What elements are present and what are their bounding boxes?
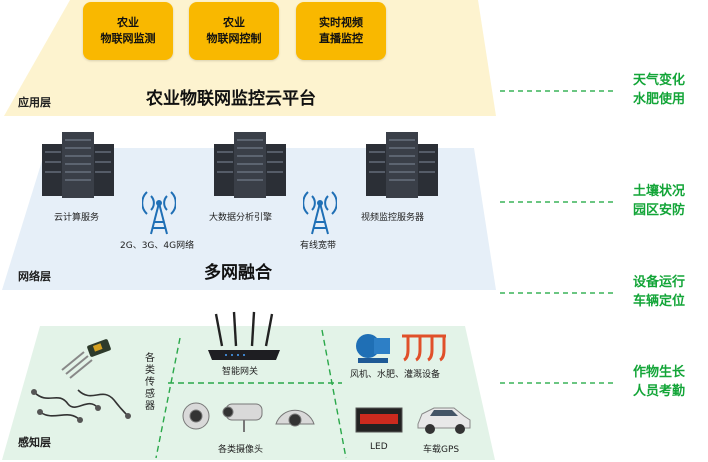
right-label-weather: 天气变化 水肥使用 (617, 71, 701, 109)
perception-divider-right (321, 329, 347, 459)
right-label-line1: 土壤状况 (632, 184, 685, 199)
irrigation-equipment-icon (356, 334, 446, 363)
right-label-line2: 园区安防 (632, 203, 685, 218)
link-label-mobile: 2G、3G、4G网络 (120, 241, 195, 251)
app-box-line1: 实时视频 (319, 16, 363, 29)
app-box-iot-control: 农业 物联网控制 (189, 2, 279, 60)
cameras-label: 各类摄像头 (218, 445, 264, 455)
perception-divider-left (155, 337, 181, 459)
application-layer-label: 应用层 (18, 96, 51, 109)
right-label-line1: 天气变化 (632, 73, 685, 88)
led-label: LED (370, 442, 388, 452)
vehicle-icon (417, 407, 471, 434)
server-label-video: 视频监控服务器 (361, 213, 425, 223)
soil-sensor-icon (61, 339, 111, 379)
network-layer-label: 网络层 (18, 270, 51, 283)
sensor-cables-icon (31, 389, 131, 423)
right-label-line2: 水肥使用 (632, 92, 685, 107)
gps-label: 车载GPS (423, 445, 460, 455)
link-label-broadband: 有线宽带 (300, 241, 337, 251)
app-box-line2: 物联网监测 (100, 32, 156, 45)
right-label-soil: 土壤状况 园区安防 (617, 182, 701, 220)
cell-tower-icon (142, 191, 176, 235)
app-box-iot-monitoring: 农业 物联网监测 (83, 2, 173, 60)
app-box-live-video: 实时视频 直播监控 (296, 2, 386, 60)
right-label-line2: 人员考勤 (632, 384, 685, 399)
server-rack-icon (42, 132, 114, 198)
led-display-icon (355, 407, 403, 433)
perception-layer-label: 感知层 (18, 436, 51, 449)
router-icon (208, 311, 280, 360)
right-label-equipment: 设备运行 车辆定位 (617, 273, 701, 311)
right-label-line1: 设备运行 (632, 275, 685, 290)
right-label-crops: 作物生长 人员考勤 (617, 363, 701, 401)
server-label-cloud: 云计算服务 (54, 213, 100, 223)
app-box-line1: 农业 (117, 16, 139, 29)
app-box-line1: 农业 (223, 16, 245, 29)
application-layer-title: 农业物联网监控云平台 (146, 89, 316, 109)
sensors-vertical-label: 各类传感器 (145, 353, 155, 412)
server-label-bigdata: 大数据分析引擎 (209, 213, 273, 223)
server-rack-icon (366, 132, 438, 198)
app-box-line2: 物联网控制 (206, 32, 262, 45)
server-rack-icon (214, 132, 286, 198)
app-box-line2: 直播监控 (319, 32, 363, 45)
network-layer-title: 多网融合 (204, 263, 272, 283)
broadband-tower-icon (303, 191, 337, 235)
right-label-line2: 车辆定位 (632, 294, 685, 309)
equipment-label: 风机、水肥、灌溉设备 (350, 370, 441, 380)
cameras-icon (182, 402, 315, 432)
right-label-line1: 作物生长 (632, 365, 685, 380)
gateway-label: 智能网关 (222, 367, 259, 377)
